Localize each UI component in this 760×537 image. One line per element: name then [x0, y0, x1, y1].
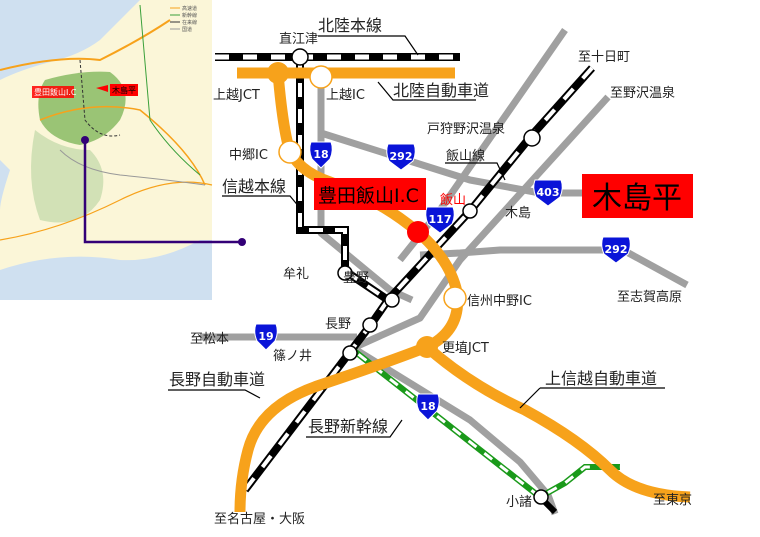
station-naoetsu: [291, 48, 309, 66]
nakago-ic-label: 中郷IC: [229, 148, 268, 163]
svg-text:18: 18: [313, 148, 328, 161]
route-117-shield-icon: 117: [425, 206, 455, 234]
inset-legend-rail: 在来線: [182, 19, 197, 26]
pointer-line: [83, 140, 242, 244]
hokuriku-expressway-label: 北陸自動車道: [393, 81, 489, 100]
inset-legend-expressway: 高速道: [182, 5, 197, 12]
kijimadaira-box[interactable]: [582, 174, 693, 218]
svg-text:403: 403: [537, 186, 560, 199]
inset-legend: 高速道 新幹線 在来線 国道: [170, 5, 197, 33]
shinonoi-label: 篠ノ井: [273, 349, 312, 364]
toyota-iiyama-ic-label: 豊田飯山I.C: [318, 185, 419, 207]
station-togari: [523, 129, 541, 147]
koshoku-jct-label: 更埴JCT: [442, 341, 489, 356]
inset-legend-road: 国道: [182, 26, 192, 33]
mure-label: 牟礼: [283, 266, 309, 282]
station-iiyama: [462, 203, 478, 219]
joetsu-jct-label: 上越JCT: [213, 88, 260, 103]
svg-text:292: 292: [605, 243, 628, 256]
shiga-label: 至志賀高原: [617, 289, 682, 305]
hokuriku-line-label: 北陸本線: [318, 16, 382, 35]
svg-text:19: 19: [258, 330, 273, 343]
joetsu-jct-node: [267, 62, 289, 84]
shinshu-nakano-ic-node: [443, 286, 467, 310]
station-nagano: [362, 317, 378, 333]
iiyama-line-label: 飯山線: [446, 148, 485, 164]
shinshu-nakano-ic-label: 信州中野IC: [467, 294, 532, 309]
joetsu-ic-node: [309, 65, 333, 89]
naoetsu-label: 直江津: [279, 32, 318, 47]
nagano-label: 長野: [325, 317, 351, 332]
rail-lines: [215, 53, 595, 515]
inset-destination-label: 木島平: [112, 85, 136, 95]
route-shields: 18 292 403 117 292 19 18: [254, 141, 631, 421]
stations: [291, 48, 549, 505]
nagoya-label: 至名古屋・大阪: [214, 511, 305, 527]
toyota-iiyama-ic-node[interactable]: [407, 221, 429, 243]
shinetsu-line-label: 信越本線: [222, 177, 286, 196]
tokyo-label: 至東京: [653, 492, 692, 508]
route-18-shield-icon: 18: [309, 141, 333, 169]
leader-lines: [168, 35, 665, 438]
toyono-label: 豊野: [343, 271, 369, 286]
nakago-ic-node: [278, 140, 302, 164]
nozawa-label: 至野沢温泉: [610, 85, 675, 101]
station-toyono: [384, 292, 400, 308]
kijima-label: 木島: [505, 206, 531, 221]
route-292-shield-icon: 292: [386, 143, 416, 171]
koshoku-jct-node: [416, 336, 438, 358]
pointer-dot: [238, 238, 246, 246]
matsumoto-label: 至松本: [190, 332, 229, 347]
svg-text:18: 18: [420, 400, 435, 413]
station-shinonoi: [342, 345, 358, 361]
toyota-iiyama-ic-box: [314, 178, 426, 210]
route-403-shield-icon: 403: [533, 179, 563, 207]
route-19-shield-icon: 19: [254, 323, 278, 351]
pointer-dot: [81, 136, 89, 144]
shinkansen-label: 長野新幹線: [308, 417, 388, 436]
arrow-icon: [96, 85, 108, 92]
tokamachi-label: 至十日町: [578, 50, 630, 65]
iiyama-station-label: 飯山: [440, 193, 466, 208]
route-18-shield-icon: 18: [416, 393, 440, 421]
svg-text:292: 292: [390, 150, 413, 163]
route-292-shield-icon: 292: [601, 236, 631, 264]
kijimadaira-label: 木島平: [592, 181, 682, 216]
nagano-expressway-label: 長野自動車道: [169, 370, 265, 389]
labels: 北陸本線 直江津 至十日町 至野沢温泉 上越JCT 上越IC 北陸自動車道 戸狩…: [169, 16, 692, 527]
joshinetsu-expressway-label: 上信越自動車道: [545, 369, 657, 388]
togari-label: 戸狩野沢温泉: [427, 121, 505, 137]
komoro-label: 小諸: [506, 494, 532, 510]
national-roads: [200, 28, 689, 516]
inset-map: 高速道 新幹線 在来線 国道 豊田飯山I.C 木島平: [0, 0, 213, 300]
station-komoro: [533, 489, 549, 505]
joetsu-ic-label: 上越IC: [326, 88, 365, 103]
svg-text:117: 117: [429, 213, 452, 226]
station-mure: [337, 265, 353, 281]
inset-ic-label: 豊田飯山I.C: [34, 87, 77, 97]
inset-legend-shinkansen: 新幹線: [182, 12, 197, 19]
